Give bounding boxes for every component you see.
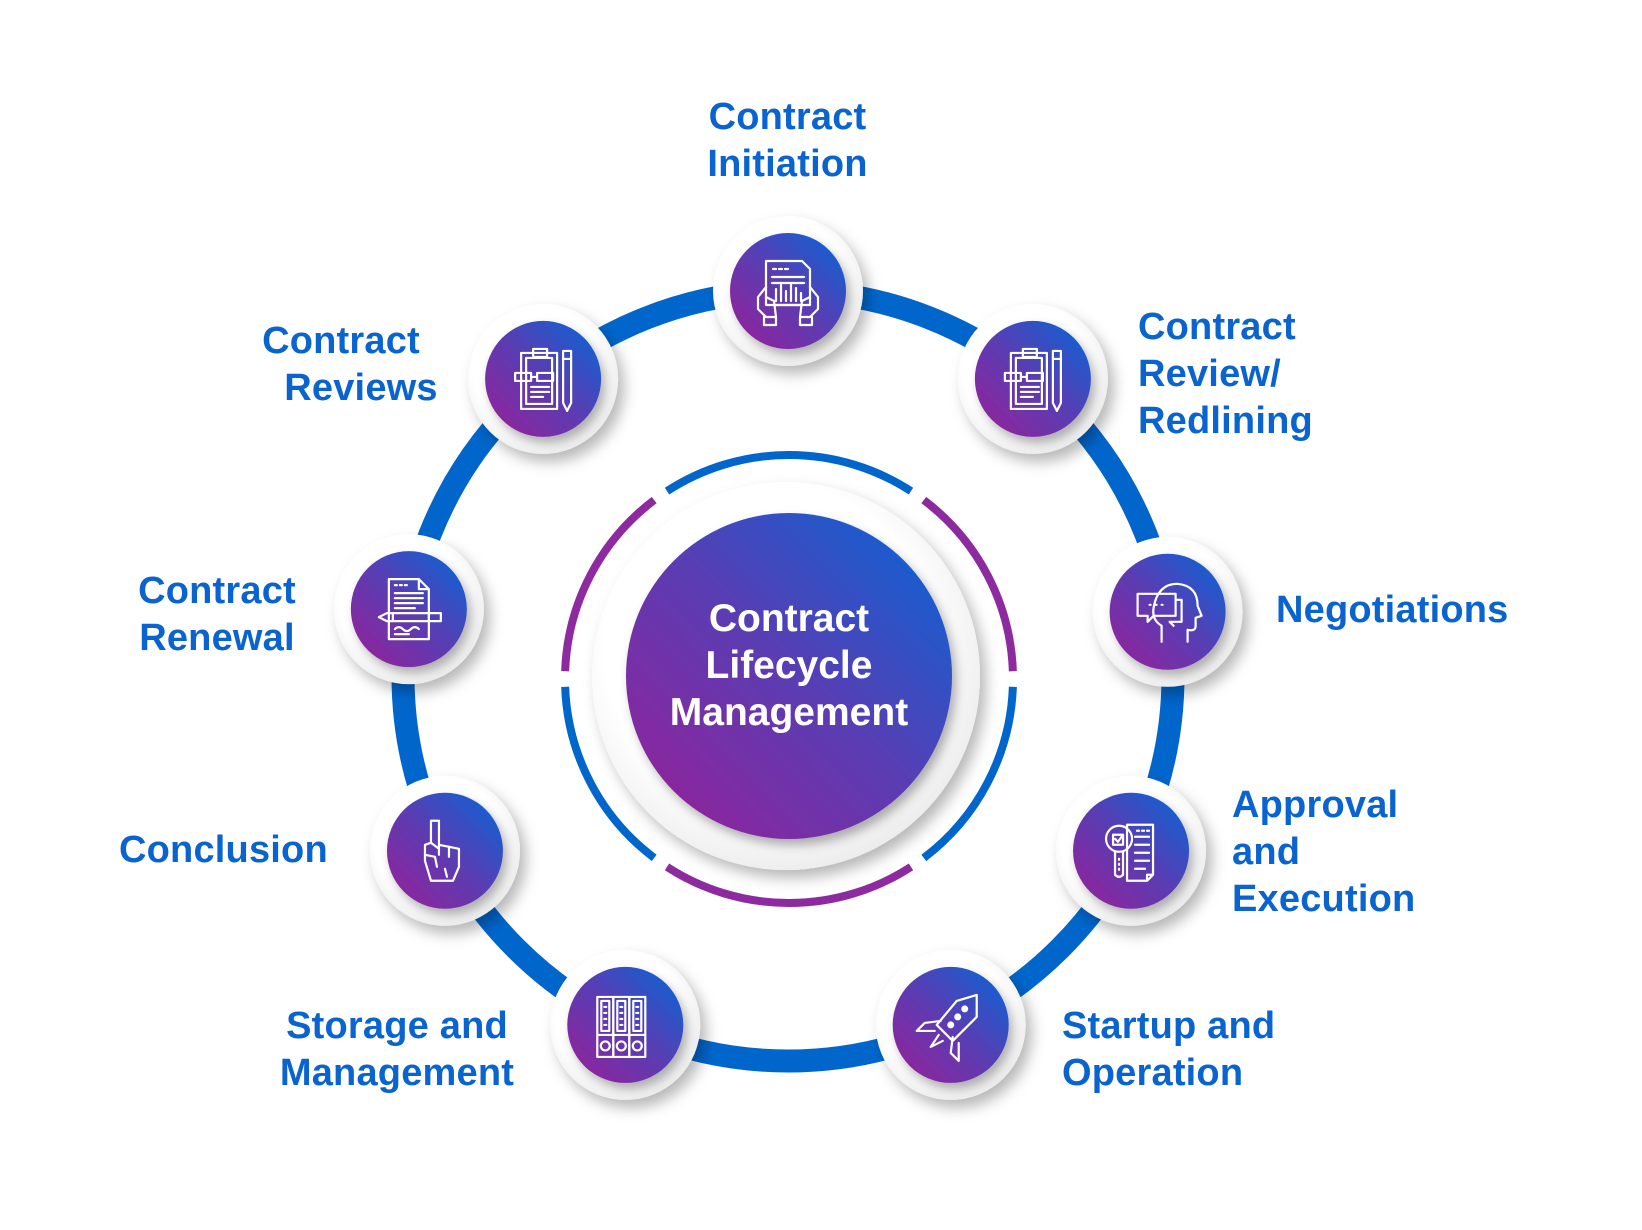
- label-line: Contract: [1138, 306, 1296, 348]
- label-line: Approval: [1232, 784, 1399, 826]
- node-badge: [974, 320, 1091, 437]
- label-line: Review/: [1138, 353, 1281, 395]
- stage-node-reviews: [468, 303, 619, 454]
- document-chart-hands-icon: [756, 259, 820, 327]
- document-pen-signature-icon: [377, 578, 442, 641]
- center-title-line: Contract: [708, 597, 870, 640]
- label-line: Renewal: [139, 617, 295, 659]
- label-line: Operation: [1062, 1052, 1244, 1094]
- center-title-line: Management: [669, 691, 909, 734]
- center-hub: [626, 513, 952, 839]
- clipboard-glasses-pen-icon: [514, 347, 573, 413]
- stage-node-review-redlining: [957, 303, 1108, 454]
- label-line: Startup and: [1062, 1005, 1276, 1047]
- label-line: Redlining: [1138, 400, 1313, 442]
- label-line: Initiation: [707, 143, 868, 185]
- stage-node-approval-execution: [1056, 775, 1207, 926]
- ring-segment: [664, 863, 914, 907]
- label-storage-management: Storage and Management: [262, 1003, 532, 1097]
- label-line: Execution: [1232, 878, 1416, 920]
- label-line: Conclusion: [119, 829, 328, 871]
- stage-node-renewal: [333, 534, 484, 685]
- ring-segment: [921, 496, 1017, 672]
- label-line: and: [1232, 831, 1301, 873]
- label-reviews: Contract Reviews: [250, 318, 450, 412]
- stage-node-negotiations: [1092, 536, 1243, 687]
- node-badge: [485, 320, 602, 437]
- label-line: Storage and: [286, 1005, 508, 1047]
- label-negotiations: Negotiations: [1276, 587, 1509, 634]
- clipboard-glasses-pen-icon: [1003, 347, 1062, 413]
- center-title-line: Lifecycle: [705, 644, 873, 687]
- node-badge: [386, 792, 503, 909]
- node-badge: [730, 233, 846, 349]
- head-speech-bubble-icon: [1136, 582, 1203, 643]
- rocket-icon: [915, 993, 978, 1063]
- stage-node-initiation: [713, 216, 863, 366]
- stage-node-conclusion: [369, 775, 520, 926]
- center-segmented-ring: [561, 451, 1017, 907]
- node-badge: [1073, 792, 1190, 909]
- label-line: Negotiations: [1276, 589, 1509, 631]
- label-conclusion: Conclusion: [119, 827, 328, 874]
- node-badge: [1109, 553, 1226, 670]
- label-line: Management: [279, 1052, 515, 1094]
- stage-node-startup-operation: [875, 949, 1026, 1100]
- label-startup-operation: Startup and Operation: [1062, 1003, 1275, 1097]
- label-initiation: Contract Initiation: [690, 94, 885, 188]
- ring-segment: [664, 451, 914, 495]
- stage-nodes: [333, 216, 1243, 1100]
- label-review-redlining: Contract Review/ Redlining: [1138, 304, 1313, 445]
- label-line: Contract: [138, 570, 296, 612]
- ring-segment: [561, 496, 657, 672]
- label-line: Reviews: [284, 367, 438, 409]
- magnifier-checklist-icon: [1104, 823, 1155, 882]
- label-renewal: Contract Renewal: [112, 568, 322, 662]
- label-line: Contract: [708, 96, 867, 138]
- label-approval-execution: Approval and Execution: [1232, 782, 1415, 923]
- binders-icon: [596, 995, 647, 1059]
- ring-segment: [921, 686, 1017, 862]
- hand-pointing-up-icon: [423, 819, 461, 882]
- center-title: Contract Lifecycle Management: [629, 595, 949, 736]
- ring-segment: [561, 686, 657, 862]
- stage-node-storage-management: [550, 949, 701, 1100]
- label-line: Contract: [262, 320, 420, 362]
